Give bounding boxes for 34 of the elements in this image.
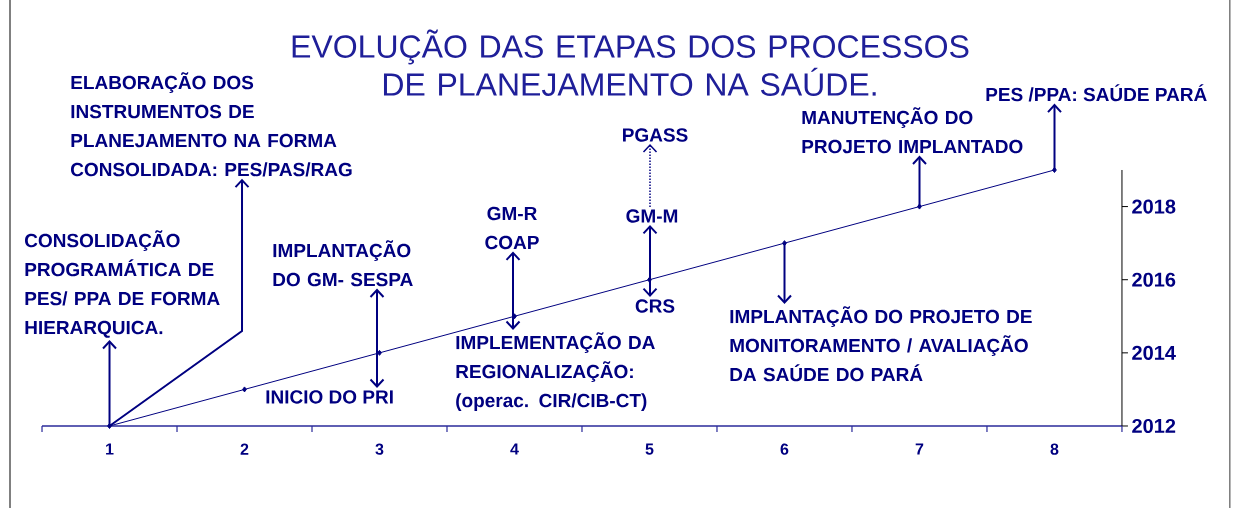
x-tick-label: 5 xyxy=(645,443,654,455)
arrow xyxy=(108,178,250,427)
annotation-text: IMPLEMENTAÇÃO DA REGIONALIZAÇÃO: (operac. CIR/CIB-CT) xyxy=(456,332,655,412)
arrow xyxy=(102,340,117,427)
annotation-text: PES /PPA: SAÚDE PARÁ xyxy=(986,84,1207,102)
x-tick-label: 4 xyxy=(510,443,519,455)
annotation-text: INICIO DO PRI xyxy=(266,390,393,404)
x-tick-label: 2 xyxy=(240,443,249,455)
y-tick-label: 2014 xyxy=(1132,345,1176,360)
arrow xyxy=(1047,103,1062,171)
x-tick-label: 3 xyxy=(375,443,384,455)
y-tick-label: 2018 xyxy=(1132,199,1176,214)
x-tick-label: 6 xyxy=(780,443,789,455)
annotation-text: CRS xyxy=(635,299,675,313)
arrow xyxy=(505,251,521,330)
arrow xyxy=(642,143,658,208)
arrow xyxy=(369,288,385,388)
arrow xyxy=(642,224,658,298)
y-tick-label: 2016 xyxy=(1132,272,1176,287)
annotation-text: GM-R COAP xyxy=(485,206,539,250)
point xyxy=(377,349,382,356)
annotation-text: PGASS xyxy=(623,128,688,142)
x-tick-label: 7 xyxy=(915,443,924,455)
arrow xyxy=(912,155,927,208)
annotation-text: IMPLANTAÇÃO DO PROJETO DE MONITORAMENTO / AVALIAÇÃO DA SAÚDE DO PARÁ xyxy=(730,306,1032,382)
point xyxy=(242,386,247,393)
annotation-text: MANUTENÇÃO DO PROJETO IMPLANTADO xyxy=(802,107,1023,154)
x-tick-label: 8 xyxy=(1050,443,1059,455)
y-tick-label: 2012 xyxy=(1132,418,1176,434)
x-tick-label: 1 xyxy=(106,443,114,455)
annotation-text: CONSOLIDAÇÃO PROGRAMÁTICA DE PES/ PPA DE FORMA HIERARQUICA. xyxy=(25,230,220,338)
annotation-text: IMPLANTAÇÃO DO GM- SESPA xyxy=(273,240,413,287)
annotation-text: GM-M xyxy=(626,209,678,223)
arrow xyxy=(777,242,792,304)
